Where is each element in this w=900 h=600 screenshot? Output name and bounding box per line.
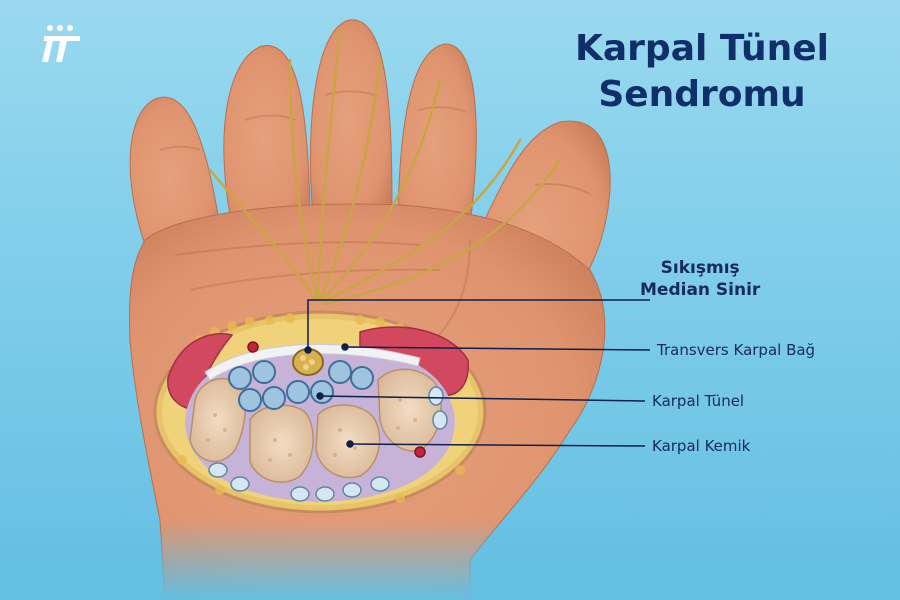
finger-index <box>397 43 477 226</box>
tendons <box>228 360 374 412</box>
finger-middle <box>310 19 393 206</box>
hand <box>129 19 611 600</box>
leader-bone <box>349 443 646 447</box>
transverse-ligament <box>204 343 421 381</box>
leader-median-nerve <box>307 299 650 350</box>
leader-tunnel <box>319 395 646 402</box>
label-carpal-bone: Karpal Kemik <box>652 437 751 455</box>
finger-ring <box>223 45 311 216</box>
title-line-2: Sendromu <box>598 74 806 115</box>
carpal-bone-1 <box>189 377 247 463</box>
logo-icon <box>42 25 80 62</box>
wrist-cross-section <box>153 310 487 514</box>
label-median-nerve: Sıkışmış Median Sinir <box>640 257 760 301</box>
median-nerve-branches <box>208 28 562 306</box>
page-title: Karpal Tünel Sendromu <box>552 26 852 118</box>
leader-lines <box>304 299 651 448</box>
carpal-bone-2 <box>249 404 314 483</box>
label-median-nerve-line-2: Median Sinir <box>640 280 761 300</box>
leader-ligament <box>344 346 651 351</box>
label-carpal-tunnel: Karpal Tünel <box>652 392 745 410</box>
label-transverse-ligament: Transvers Karpal Bağ <box>657 341 816 359</box>
label-median-nerve-line-1: Sıkışmış <box>660 258 740 278</box>
finger-pinky <box>129 96 219 246</box>
title-line-1: Karpal Tünel <box>574 28 830 69</box>
